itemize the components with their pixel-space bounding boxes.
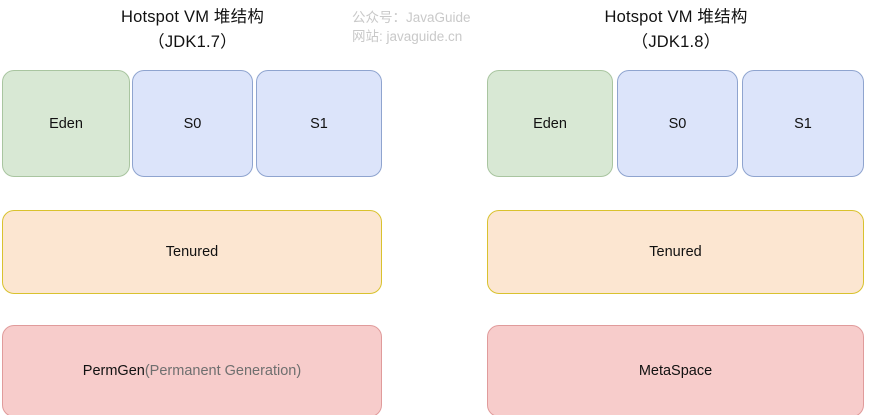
memory-block-label: PermGen xyxy=(82,363,145,379)
memory-block-label: S1 xyxy=(310,115,328,132)
watermark-line-wechat: 公众号：JavaGuide xyxy=(352,10,471,25)
diagram-title-jdk18-line1: Hotspot VM 堆结构 xyxy=(604,8,748,26)
memory-block-label: S0 xyxy=(183,115,202,132)
memory-block-sublabel: (Permanent Generation) xyxy=(144,363,302,379)
diagram-title-jdk18: Hotspot VM 堆结构 （JDK1.8） xyxy=(487,5,865,55)
memory-block-label: Tenured xyxy=(165,244,219,260)
memory-block-s0-jdk17: S0 xyxy=(132,70,253,177)
memory-block-label: Tenured xyxy=(649,244,702,260)
memory-block-s1-jdk17: S1 xyxy=(256,70,382,177)
memory-block-permgen-jdk17: PermGen(Permanent Generation) xyxy=(2,325,382,415)
diagram-title-jdk17-line2: （JDK1.7） xyxy=(148,33,237,51)
memory-block-label: Eden xyxy=(49,115,83,132)
watermark: 公众号：JavaGuide 网站: javaguide.cn xyxy=(352,8,512,46)
memory-block-eden-jdk18: Eden xyxy=(487,70,613,177)
diagram-title-jdk17-line1: Hotspot VM 堆结构 xyxy=(120,8,265,26)
memory-block-label: MetaSpace xyxy=(638,363,713,379)
memory-block-s1-jdk18: S1 xyxy=(742,70,864,177)
memory-block-label: S1 xyxy=(794,115,812,132)
memory-block-label: Eden xyxy=(533,115,567,132)
diagram-title-jdk17: Hotspot VM 堆结构 （JDK1.7） xyxy=(2,5,383,55)
diagram-title-jdk18-line2: （JDK1.8） xyxy=(631,33,721,51)
memory-block-tenured-jdk18: Tenured xyxy=(487,210,864,294)
memory-block-metaspace-jdk18: MetaSpace xyxy=(487,325,864,415)
memory-block-eden-jdk17: Eden xyxy=(2,70,130,177)
memory-block-label: S0 xyxy=(668,115,687,132)
memory-block-s0-jdk18: S0 xyxy=(617,70,738,177)
memory-block-tenured-jdk17: Tenured xyxy=(2,210,382,294)
watermark-line-website: 网站: javaguide.cn xyxy=(352,29,463,44)
